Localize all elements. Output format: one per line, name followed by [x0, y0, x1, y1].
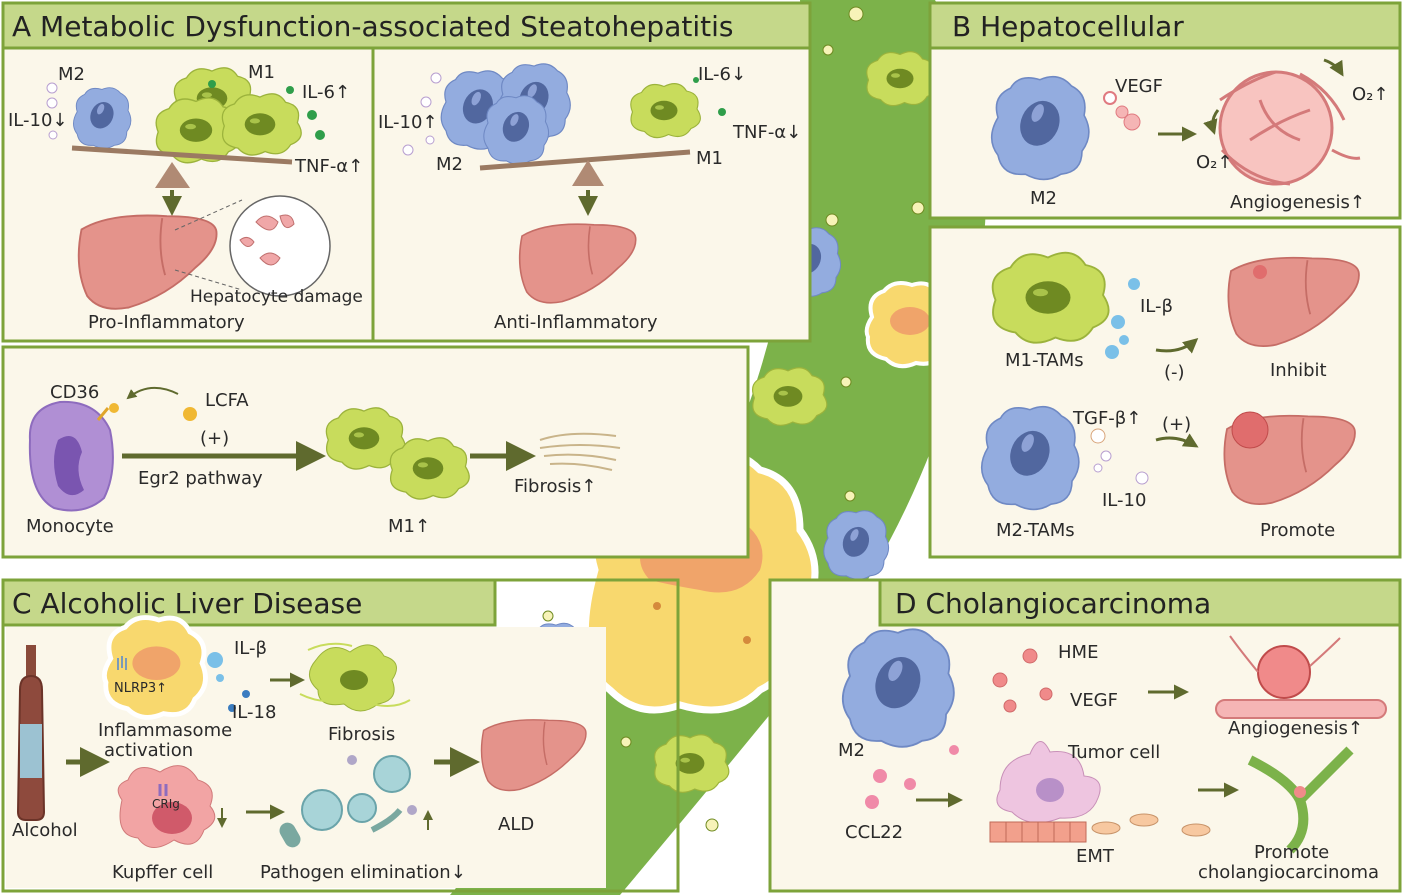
ccl22-label: CCL22 [845, 822, 903, 843]
angiogenesis-vessel [1215, 635, 1387, 719]
cd36-label: CD36 [50, 382, 99, 403]
panel-a: A Metabolic Dysfunction-associated Steat… [1, 1, 812, 343]
kupffer-cell [117, 765, 216, 848]
anti-inflammatory-section: IL-6↓ IL-10↑ TNF-α↓ M2 M1 Anti-Inflammat… [378, 63, 801, 333]
seesaw-beam [479, 149, 691, 171]
inflammasome-label: Inflammasome [98, 720, 232, 741]
band-m2-cell [823, 510, 890, 580]
tnf-label: TNF-α↑ [294, 156, 363, 177]
il18-label: IL-18 [232, 702, 276, 723]
il10-label: IL-10↓ [8, 110, 68, 131]
pathogen-label: Pathogen elimination↓ [260, 862, 466, 883]
m1-up-label: M1↑ [388, 516, 430, 537]
inhibit-label: Inhibit [1270, 360, 1327, 381]
angiogenesis-label: Angiogenesis↑ [1228, 718, 1363, 739]
monocyte-panel: CD36 LCFA (+) Egr2 pathway Monocyte M1↑ … [1, 345, 750, 559]
o2-left-label: O₂↑ [1196, 152, 1232, 173]
ilb-label: IL-β [234, 638, 267, 659]
lcfa-label: LCFA [205, 390, 249, 411]
cholangiocarcinoma-label: cholangiocarcinoma [1198, 862, 1379, 883]
plus-label: (+) [1162, 414, 1191, 435]
m2-label: M2 [436, 154, 463, 175]
fibrosis-label: Fibrosis↑ [514, 476, 596, 497]
band-vesicles [542, 6, 925, 832]
m2-label: M2 [838, 740, 865, 761]
panel-d: D Cholangiocarcinoma M2 HME VEGF Angioge… [768, 578, 1402, 893]
m2-label: M2 [1030, 188, 1057, 209]
hme-label: HME [1058, 642, 1098, 663]
nlrp3-label: NLRP3↑ [114, 681, 167, 696]
seesaw-beam [71, 145, 293, 165]
central-green-band [450, 0, 987, 895]
inflammasome-cell [104, 618, 205, 718]
m2-label: M2 [58, 64, 85, 85]
il10-label: IL-10↑ [378, 112, 438, 133]
fibrosis-fibers [539, 432, 621, 471]
m1-label: M1 [248, 62, 275, 83]
large-tumor [1231, 411, 1269, 449]
emt-label: EMT [1076, 846, 1115, 867]
cd36-receptor [109, 403, 119, 413]
ilb-label: IL-β [1140, 296, 1173, 317]
small-tumor [1253, 265, 1267, 279]
egr2-pathway-label: Egr2 pathway [138, 468, 263, 489]
hepatocyte-zoom-circle [229, 195, 331, 297]
il10-label: IL-10 [1102, 490, 1146, 511]
m2-cell [73, 87, 132, 149]
panel-a-header: A Metabolic Dysfunction-associated Steat… [12, 10, 733, 43]
tnf-label: TNF-α↓ [732, 122, 801, 143]
m1-tams-label: M1-TAMs [1005, 350, 1084, 371]
tumor-cell [996, 741, 1101, 824]
panel-b: B Hepatocellular M2 VEGF O₂↑ O₂↑ Angioge… [928, 1, 1402, 559]
alcohol-bottle [16, 645, 46, 821]
panel-c: C Alcoholic Liver Disease Alcohol NLRP3↑… [1, 578, 680, 893]
panel-c-header: C Alcoholic Liver Disease [12, 587, 362, 620]
o2-right-label: O₂↑ [1352, 84, 1388, 105]
angiogenesis-label: Angiogenesis↑ [1230, 192, 1365, 213]
m1-label: M1 [696, 148, 723, 169]
fibrosis-label: Fibrosis [328, 724, 395, 745]
seesaw-fulcrum [155, 162, 190, 188]
m2-cell [841, 628, 955, 748]
emt-epithelium [989, 813, 1211, 843]
kupffer-label: Kupffer cell [112, 862, 213, 883]
ald-label: ALD [498, 814, 534, 835]
tumor-vessels [1218, 70, 1361, 186]
panel-d-header: D Cholangiocarcinoma [895, 587, 1211, 620]
vegf-label: VEGF [1070, 690, 1118, 711]
m2-cell [990, 75, 1090, 181]
tumor-cell-label: Tumor cell [1067, 742, 1160, 763]
il6-label: IL-6↑ [302, 82, 350, 103]
anti-inflammatory-label: Anti-Inflammatory [494, 312, 658, 333]
minus-label: (-) [1164, 362, 1185, 383]
tgfb-label: TGF-β↑ [1072, 408, 1141, 429]
m2-cell [483, 95, 550, 165]
activation-label: activation [104, 740, 193, 761]
plus-label: (+) [200, 428, 229, 449]
m2-tams-label: M2-TAMs [996, 520, 1075, 541]
il6-label: IL-6↓ [698, 64, 746, 85]
monocyte-label: Monocyte [26, 516, 114, 537]
crig-label: CRIg [152, 797, 180, 811]
monocyte-nucleus [54, 436, 84, 496]
lcfa-molecule [183, 407, 197, 421]
hepatocyte-damage-label: Hepatocyte damage [190, 287, 363, 307]
pro-inflammatory-label: Pro-Inflammatory [88, 312, 245, 333]
fibrosis-cell [299, 642, 411, 712]
m2-tams-cell [980, 405, 1080, 511]
alcohol-label: Alcohol [12, 820, 78, 841]
vegf-label: VEGF [1115, 76, 1163, 97]
promote-label: Promote [1254, 842, 1329, 863]
pro-inflammatory-section: M2 M1 IL-10↓ IL-6↑ TNF-α↑ Hepatocyte dam… [8, 62, 363, 333]
promote-label: Promote [1260, 520, 1335, 541]
panel-b-header: B Hepatocellular [952, 10, 1184, 43]
seesaw-fulcrum [572, 160, 604, 186]
bile-duct [1247, 746, 1354, 854]
pathogens [279, 755, 417, 848]
